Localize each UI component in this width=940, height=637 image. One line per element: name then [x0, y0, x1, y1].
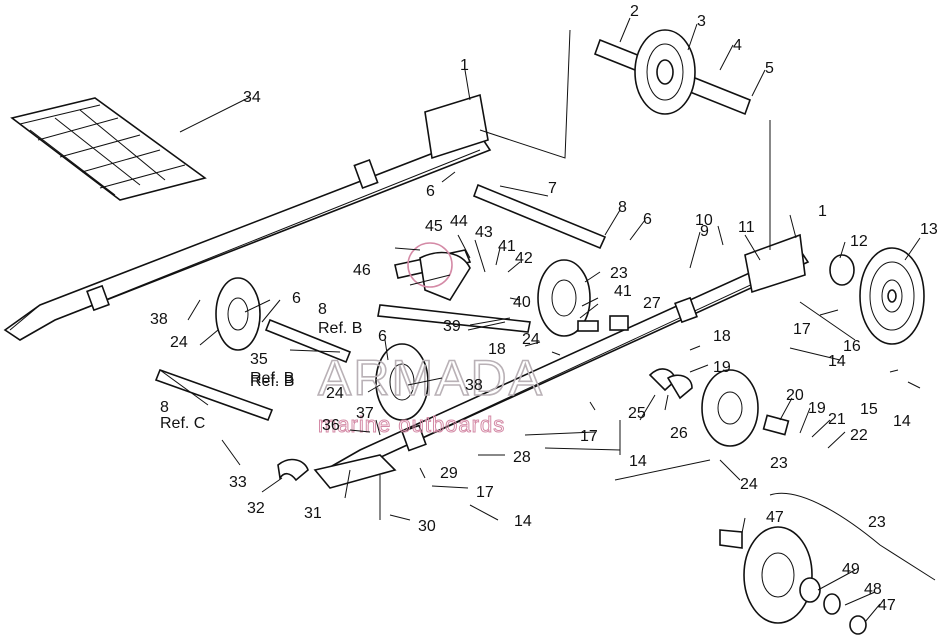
callout-label: 36	[322, 417, 340, 434]
callout-label: 38	[465, 377, 483, 394]
callout-label: 14	[893, 413, 911, 430]
callout-label: 8	[318, 301, 327, 318]
callout-label: 6	[643, 211, 652, 228]
callout-label: 47	[878, 597, 896, 614]
callout-label: 10	[695, 212, 713, 229]
callout-label: 8	[160, 399, 169, 416]
callout-label: 45	[425, 218, 443, 235]
callout-label: 22	[850, 427, 868, 444]
callout-label: 18	[488, 341, 506, 358]
callout-label: 25	[628, 405, 646, 422]
callout-label: 20	[786, 387, 804, 404]
callout-label: Ref. C	[160, 415, 205, 432]
leader-lines	[159, 17, 921, 623]
callout-label: 38	[150, 311, 168, 328]
callout-label: 42	[515, 250, 533, 267]
rear-wheel-part	[829, 247, 925, 345]
rear-axle-part	[593, 29, 752, 116]
callout-label: 35	[250, 351, 268, 368]
callout-label: 41	[614, 283, 632, 300]
track-grid-part	[10, 97, 207, 201]
callout-label: 6	[292, 290, 301, 307]
callout-label: 6	[378, 328, 387, 345]
callout-label: 46	[353, 262, 371, 279]
callout-label: 5	[765, 60, 774, 77]
callout-label: 14	[514, 513, 532, 530]
callout-label: 17	[580, 428, 598, 445]
callout-label: Ref. B	[250, 373, 294, 390]
callout-label: Ref. B	[250, 370, 294, 387]
callout-label: 31	[304, 505, 322, 522]
callout-label: 44	[450, 213, 468, 230]
callout-label: 14	[828, 353, 846, 370]
callout-label: 1	[818, 203, 827, 220]
callout-label: 2	[630, 3, 639, 20]
callout-label: 16	[843, 338, 861, 355]
callout-label: 12	[850, 233, 868, 250]
callout-label: 23	[610, 265, 628, 282]
callout-label: 24	[326, 385, 344, 402]
callout-label: 49	[842, 561, 860, 578]
callout-label: 32	[247, 500, 265, 517]
callout-label: 24	[170, 334, 188, 351]
callout-label: 24	[740, 476, 758, 493]
callout-label: 17	[476, 484, 494, 501]
callout-labels: 1 1 2 3 4 5 6 6 6 6 7 8 8 8 Ref. B Ref. …	[150, 3, 938, 614]
callout-label: 30	[418, 518, 436, 535]
callout-label: 27	[643, 295, 661, 312]
callout-label: 7	[548, 180, 557, 197]
callout-label: 23	[868, 514, 886, 531]
callout-label: 1	[460, 57, 469, 74]
callout-label: 29	[440, 465, 458, 482]
callout-label: 14	[629, 453, 647, 470]
callout-label: 34	[243, 89, 261, 106]
watermark-brand-text: ARMADA	[318, 350, 544, 406]
callout-label: 23	[770, 455, 788, 472]
callout-label: 4	[733, 37, 742, 54]
callout-label: 18	[713, 328, 731, 345]
callout-label: 37	[356, 405, 374, 422]
callout-label: 15	[860, 401, 878, 418]
callout-label: 19	[808, 400, 826, 417]
callout-label: 43	[475, 224, 493, 241]
callout-label: 47	[766, 509, 784, 526]
callout-label: 8	[618, 199, 627, 216]
callout-label: 28	[513, 449, 531, 466]
callout-label: 13	[920, 221, 938, 238]
idler-wheels	[215, 259, 759, 447]
callout-label: 6	[426, 183, 435, 200]
callout-label: 33	[229, 474, 247, 491]
callout-label: 9	[700, 223, 709, 240]
callout-label: 26	[670, 425, 688, 442]
left-rail-part	[3, 93, 492, 341]
idler-wheel-detail	[719, 492, 936, 635]
callout-label: 24	[522, 331, 540, 348]
callout-label: 19	[713, 359, 731, 376]
callout-label: 11	[738, 219, 755, 236]
callout-label: 3	[697, 13, 706, 30]
watermark-tagline-text: marine outboards	[318, 412, 505, 437]
callout-label: 48	[864, 581, 882, 598]
callout-label: 21	[828, 411, 846, 428]
callout-label: 40	[513, 294, 531, 311]
callout-label: Ref. B	[318, 320, 362, 337]
callout-label: 17	[793, 321, 811, 338]
armada-watermark: ARMADA marine outboards	[317, 242, 544, 438]
callout-label: 39	[443, 318, 461, 335]
right-rail-part	[323, 233, 810, 484]
callout-label: 41	[498, 238, 516, 255]
